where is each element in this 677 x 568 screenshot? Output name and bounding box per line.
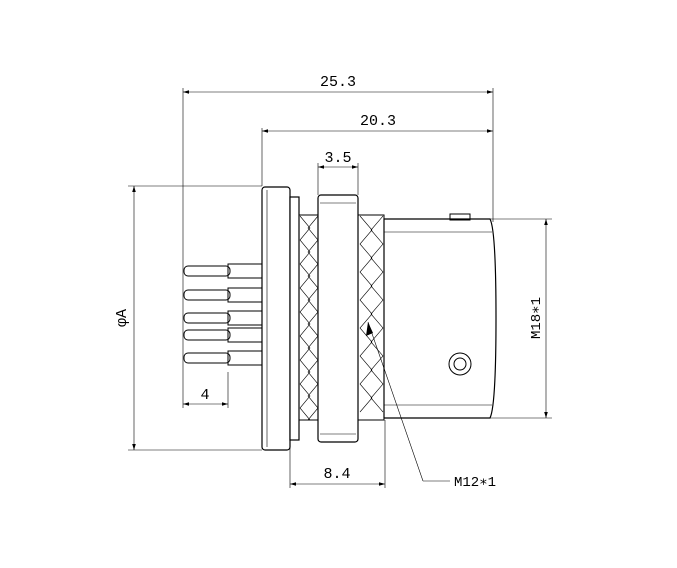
front-thread [298, 214, 320, 421]
dim-rear-thread: M18∗1 [529, 297, 545, 339]
dim-body-length: 20.3 [360, 113, 396, 130]
pin-4 [183, 327, 263, 343]
dim-flange-thickness: 3.5 [324, 150, 351, 167]
rear-thread [357, 214, 385, 421]
dim-overall-length: 25.3 [320, 74, 356, 91]
dim-diameter-a: φA [114, 309, 131, 327]
pin-1 [183, 263, 263, 279]
front-flange [261, 186, 300, 451]
dim-pin-length: 4 [200, 387, 209, 404]
contact-pins [183, 263, 263, 366]
pin-5 [183, 350, 263, 366]
dimension-lines [132, 90, 548, 486]
dim-front-thread: M12∗1 [454, 475, 496, 491]
dim-thread-length: 8.4 [323, 466, 350, 483]
m12-leader [366, 321, 450, 482]
pin-2 [183, 287, 263, 303]
pin-3 [183, 310, 263, 326]
rear-body [383, 213, 497, 419]
set-screw [448, 352, 472, 376]
panel-nut [317, 194, 359, 443]
extension-lines [128, 88, 552, 488]
